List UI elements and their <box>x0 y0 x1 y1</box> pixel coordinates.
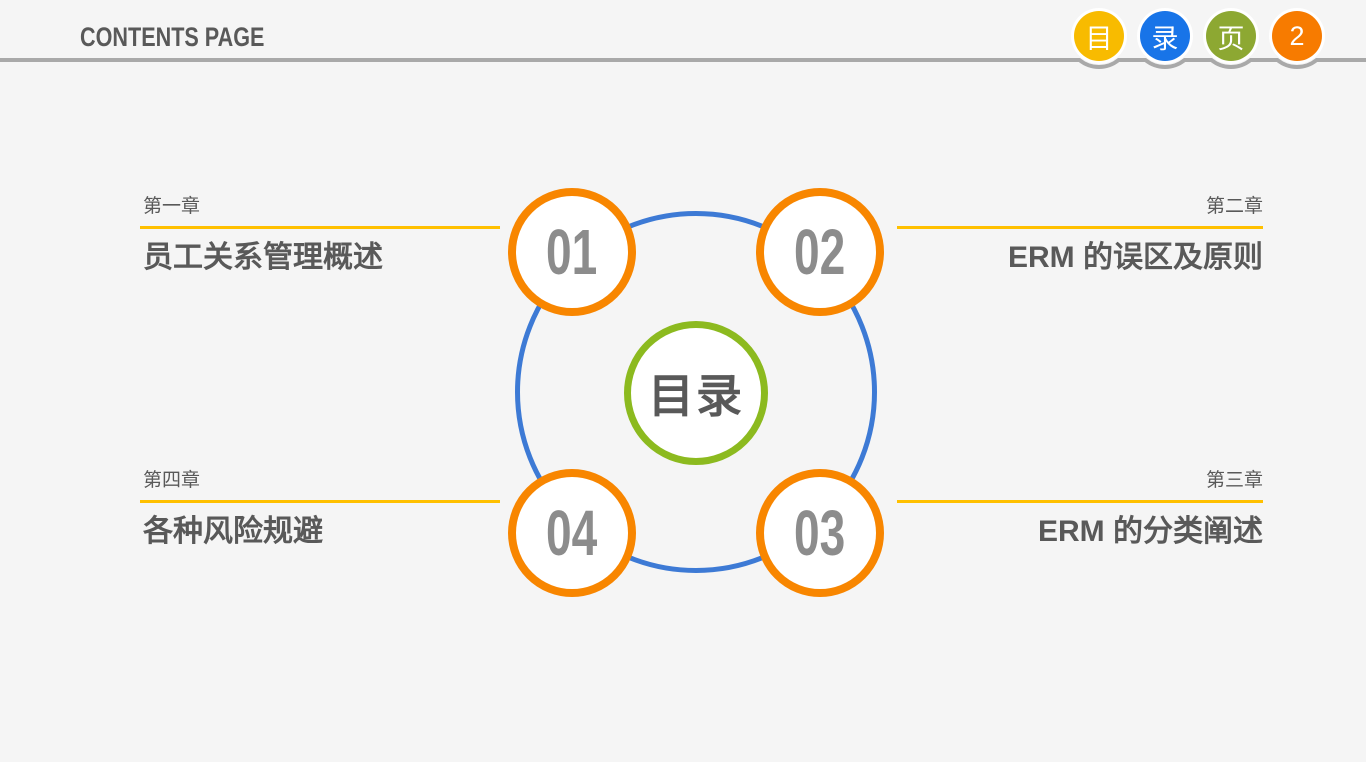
section-underline-3 <box>897 500 1263 503</box>
page-badge-label: 页 <box>1217 23 1245 54</box>
chapter-label-2: 第二章 <box>1205 196 1263 217</box>
chapter-label-4: 第四章 <box>143 470 201 491</box>
toc-node-03: 03 <box>756 469 884 597</box>
page-title: CONTENTS PAGE <box>80 22 265 52</box>
toc-center-label: 目录 <box>648 370 744 422</box>
page-badge-number: 2 <box>1272 11 1322 61</box>
page-number: 2 <box>1289 20 1305 51</box>
toc-ring <box>515 211 877 573</box>
section-underline-1 <box>140 226 500 229</box>
toc-center-circle: 目录 <box>624 321 768 465</box>
section-title-3: ERM 的分类阐述 <box>1038 515 1263 548</box>
toc-node-01: 01 <box>508 188 636 316</box>
section-title-4: 各种风险规避 <box>143 515 323 548</box>
page-badge-label: 目 <box>1085 23 1113 54</box>
toc-node-02: 02 <box>756 188 884 316</box>
chapter-label-3: 第三章 <box>1205 470 1263 491</box>
toc-node-04: 04 <box>508 469 636 597</box>
toc-node-number: 01 <box>546 216 598 288</box>
section-underline-4 <box>140 500 500 503</box>
section-title-2: ERM 的误区及原则 <box>1008 241 1263 274</box>
toc-node-number: 02 <box>794 216 846 288</box>
chapter-label-1: 第一章 <box>143 196 201 217</box>
toc-node-number: 03 <box>794 497 846 569</box>
page-badge-ye: 页 <box>1206 11 1256 61</box>
section-title-1: 员工关系管理概述 <box>143 241 383 274</box>
page-badge-label: 录 <box>1151 23 1179 54</box>
section-underline-2 <box>897 226 1263 229</box>
page-badge-mu: 目 <box>1074 11 1124 61</box>
toc-node-number: 04 <box>546 497 598 569</box>
page-badge-lu: 录 <box>1140 11 1190 61</box>
